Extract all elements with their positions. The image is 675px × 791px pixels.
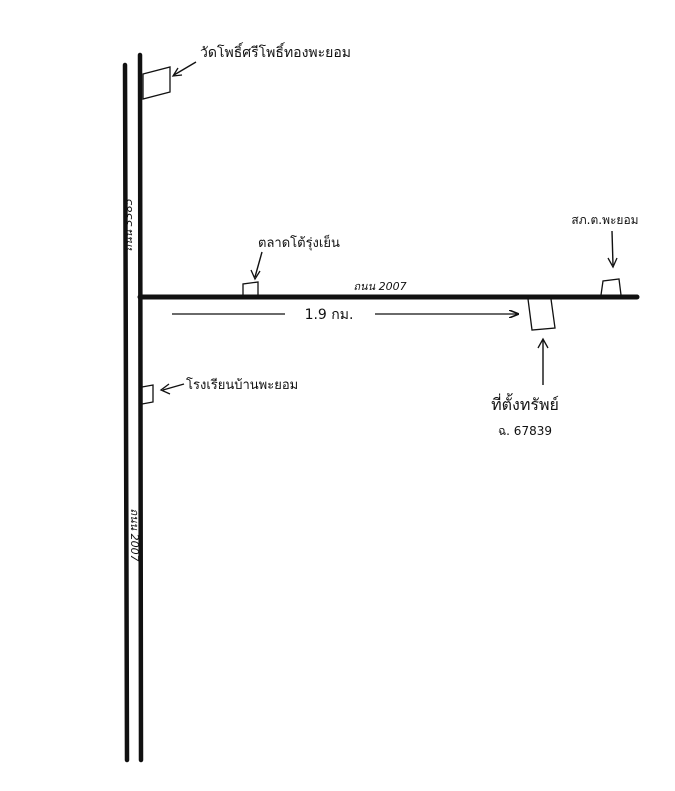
school-marker: โรงเรียนบ้านพะยอม — [141, 377, 298, 405]
road-label-3385: ถนน 3385 — [122, 198, 135, 251]
market-marker: ตลาดโต้รุ่งเย็น — [242, 233, 340, 295]
road-label-2007-horizontal: ถนน 2007 — [353, 280, 406, 293]
police-station-building-icon — [600, 278, 622, 296]
road-label-2007-vertical: ถนน 2007 — [128, 508, 141, 561]
vertical-road-right-edge — [137, 52, 144, 763]
property-deed-number: ฉ. 67839 — [498, 424, 552, 438]
police-station-label: สภ.ต.พะยอม — [571, 213, 638, 227]
school-pointer-arrow — [162, 383, 185, 391]
distance-label: 1.9 กม. — [305, 307, 354, 323]
police-station-marker: สภ.ต.พะยอม — [571, 213, 639, 296]
market-label: ตลาดโต้รุ่งเย็น — [258, 233, 340, 251]
market-building-icon — [242, 281, 259, 295]
vertical-road — [122, 52, 144, 763]
police-station-pointer-arrow — [611, 230, 614, 266]
temple-label: วัดโพธิ์ศรีโพธิ์ทองพะยอม — [200, 42, 351, 61]
temple-marker: วัดโพธิ์ศรีโพธิ์ทองพะยอม — [142, 42, 351, 100]
distance-indicator: 1.9 กม. — [172, 307, 518, 323]
property-building-icon — [527, 298, 556, 331]
vertical-road-left-edge — [122, 62, 130, 763]
market-pointer-arrow — [254, 251, 263, 278]
temple-pointer-arrow — [173, 61, 197, 76]
property-label: ที่ตั้งทรัพย์ — [491, 393, 559, 414]
property-marker: ที่ตั้งทรัพย์ ฉ. 67839 — [491, 298, 559, 438]
school-label: โรงเรียนบ้านพะยอม — [186, 377, 298, 393]
school-building-icon — [141, 384, 154, 405]
temple-building-icon — [142, 66, 171, 100]
